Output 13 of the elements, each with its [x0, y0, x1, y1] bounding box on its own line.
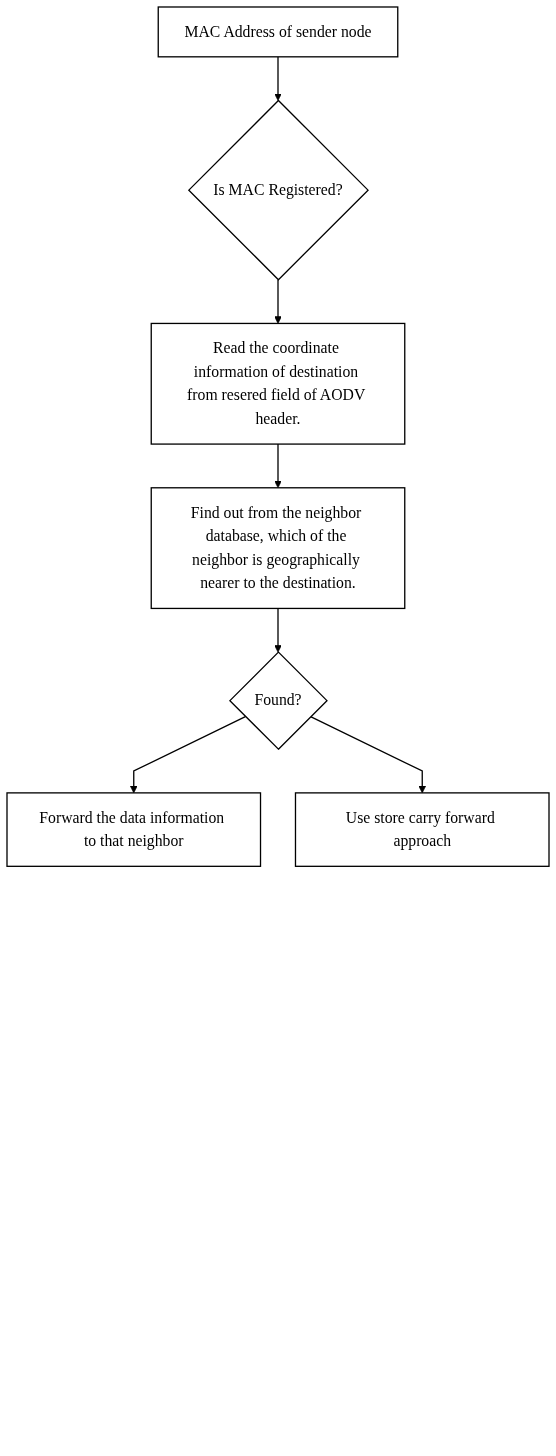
node-box: Find out from the neighbor database, which of the neighbor is geographically nearer to the destination.	[150, 487, 406, 610]
arrow	[274, 443, 282, 489]
node-diamond: Found?	[229, 651, 328, 751]
node-box: Read the coordinate information of destination from resered field of AODV header.	[150, 322, 406, 445]
node-box: Use store carry forward approach	[294, 792, 550, 867]
node-box: MAC Address of sender node	[157, 6, 399, 58]
arrow	[129, 715, 247, 794]
arrow	[309, 715, 427, 794]
arrow	[274, 279, 282, 324]
node-box: Forward the data information to that neighbor	[6, 792, 262, 867]
arrow	[274, 56, 282, 101]
arrow	[274, 607, 282, 653]
node-diamond: Is MAC Registered?	[187, 99, 369, 281]
